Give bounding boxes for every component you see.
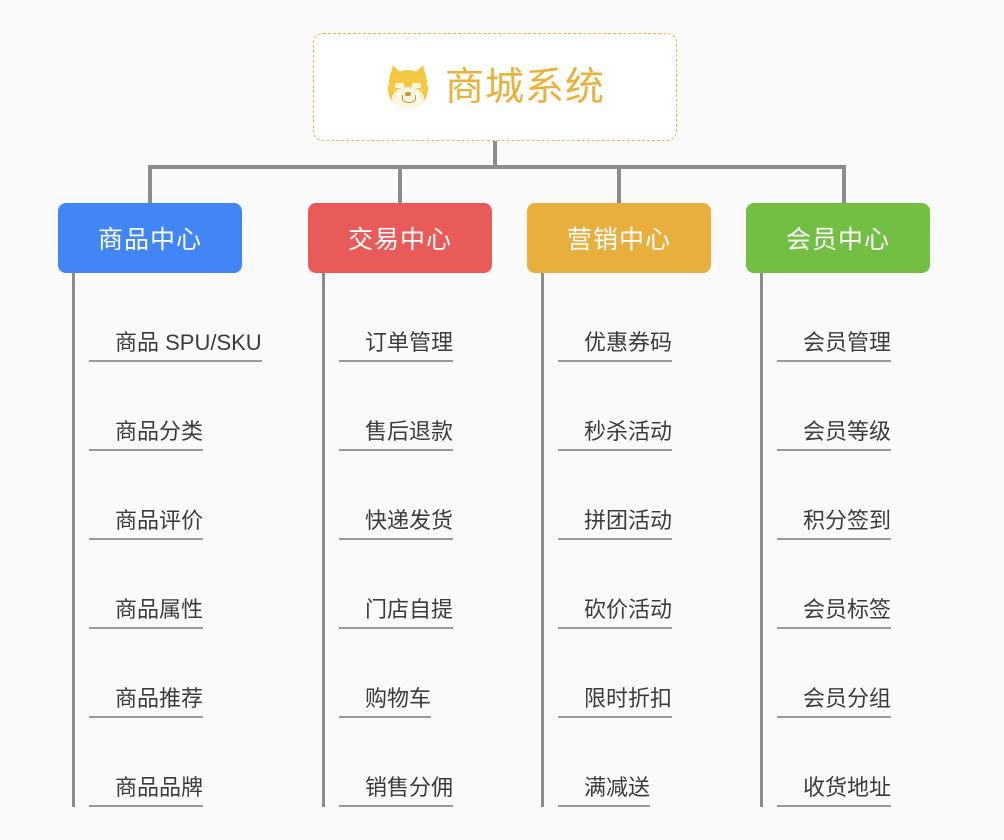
list-item[interactable]: 收货地址 [777,718,930,807]
category-header-marketing-center[interactable]: 营销中心 [527,203,711,273]
list-item[interactable]: 售后退款 [339,362,492,451]
category-header-trade-center[interactable]: 交易中心 [308,203,492,273]
list-item[interactable]: 优惠券码 [558,273,711,362]
leaf-label: 收货地址 [777,775,892,807]
list-item[interactable]: 会员标签 [777,540,930,629]
list-item[interactable]: 商品属性 [89,540,242,629]
list-item[interactable]: 商品推荐 [89,629,242,718]
list-item[interactable]: 砍价活动 [558,540,711,629]
leaf-label: 商品分类 [89,419,204,451]
leaf-label: 积分签到 [777,508,892,540]
list-item[interactable]: 商品 SPU/SKU [89,273,262,362]
leaf-label: 售后退款 [339,419,454,451]
list-item[interactable]: 订单管理 [339,273,492,362]
leaf-label: 快递发货 [339,508,454,540]
connector-drop-member-center [842,165,846,205]
root-node-mall-system[interactable]: 商城系统 [313,33,677,141]
root-node-label: 商城系统 [444,65,605,109]
list-item[interactable]: 拼团活动 [558,451,711,540]
leaf-label: 订单管理 [339,330,454,362]
connector-horizontal-bus [148,165,846,169]
category-label: 营销中心 [566,226,671,254]
category-label: 商品中心 [97,226,202,254]
leaf-label: 商品推荐 [89,686,204,718]
leaf-label: 会员标签 [777,597,892,629]
leaf-label: 拼团活动 [558,508,673,540]
list-item[interactable]: 快递发货 [339,451,492,540]
list-item[interactable]: 商品品牌 [89,718,242,807]
leaf-label: 会员管理 [777,330,892,362]
leaf-label: 商品 SPU/SKU [89,330,262,362]
leaf-list-marketing-center: 优惠券码 秒杀活动 拼团活动 砍价活动 限时折扣 满减送 [541,273,711,807]
category-column-trade-center: 交易中心 订单管理 售后退款 快递发货 门店自提 购物车 销售分佣 [308,203,492,807]
connector-drop-trade-center [398,165,402,205]
category-label: 会员中心 [785,226,890,254]
category-label: 交易中心 [347,226,452,254]
category-column-product-center: 商品中心 商品 SPU/SKU 商品分类 商品评价 商品属性 商品推荐 商品品牌 [58,203,262,807]
leaf-label: 商品属性 [89,597,204,629]
leaf-list-member-center: 会员管理 会员等级 积分签到 会员标签 会员分组 收货地址 [760,273,930,807]
leaf-label: 购物车 [339,686,432,718]
leaf-label: 会员分组 [777,686,892,718]
leaf-label: 秒杀活动 [558,419,673,451]
category-column-member-center: 会员中心 会员管理 会员等级 积分签到 会员标签 会员分组 收货地址 [746,203,930,807]
list-item[interactable]: 会员等级 [777,362,930,451]
list-item[interactable]: 商品分类 [89,362,242,451]
leaf-list-trade-center: 订单管理 售后退款 快递发货 门店自提 购物车 销售分佣 [322,273,492,807]
list-item[interactable]: 会员管理 [777,273,930,362]
leaf-label: 砍价活动 [558,597,673,629]
leaf-list-product-center: 商品 SPU/SKU 商品分类 商品评价 商品属性 商品推荐 商品品牌 [72,273,262,807]
category-column-marketing-center: 营销中心 优惠券码 秒杀活动 拼团活动 砍价活动 限时折扣 满减送 [527,203,711,807]
connector-root-stem [493,141,497,169]
leaf-label: 会员等级 [777,419,892,451]
leaf-label: 优惠券码 [558,330,673,362]
leaf-label: 销售分佣 [339,775,454,807]
shiba-dog-face-icon [384,62,432,109]
leaf-label: 门店自提 [339,597,454,629]
list-item[interactable]: 积分签到 [777,451,930,540]
list-item[interactable]: 满减送 [558,718,711,807]
leaf-label: 商品品牌 [89,775,204,807]
leaf-label: 商品评价 [89,508,204,540]
list-item[interactable]: 购物车 [339,629,492,718]
list-item[interactable]: 秒杀活动 [558,362,711,451]
leaf-label: 限时折扣 [558,686,673,718]
list-item[interactable]: 销售分佣 [339,718,492,807]
leaf-label: 满减送 [558,775,651,807]
category-header-member-center[interactable]: 会员中心 [746,203,930,273]
list-item[interactable]: 商品评价 [89,451,242,540]
connector-drop-marketing-center [617,165,621,205]
category-header-product-center[interactable]: 商品中心 [58,203,242,273]
list-item[interactable]: 限时折扣 [558,629,711,718]
list-item[interactable]: 门店自提 [339,540,492,629]
list-item[interactable]: 会员分组 [777,629,930,718]
connector-drop-product-center [148,165,152,205]
